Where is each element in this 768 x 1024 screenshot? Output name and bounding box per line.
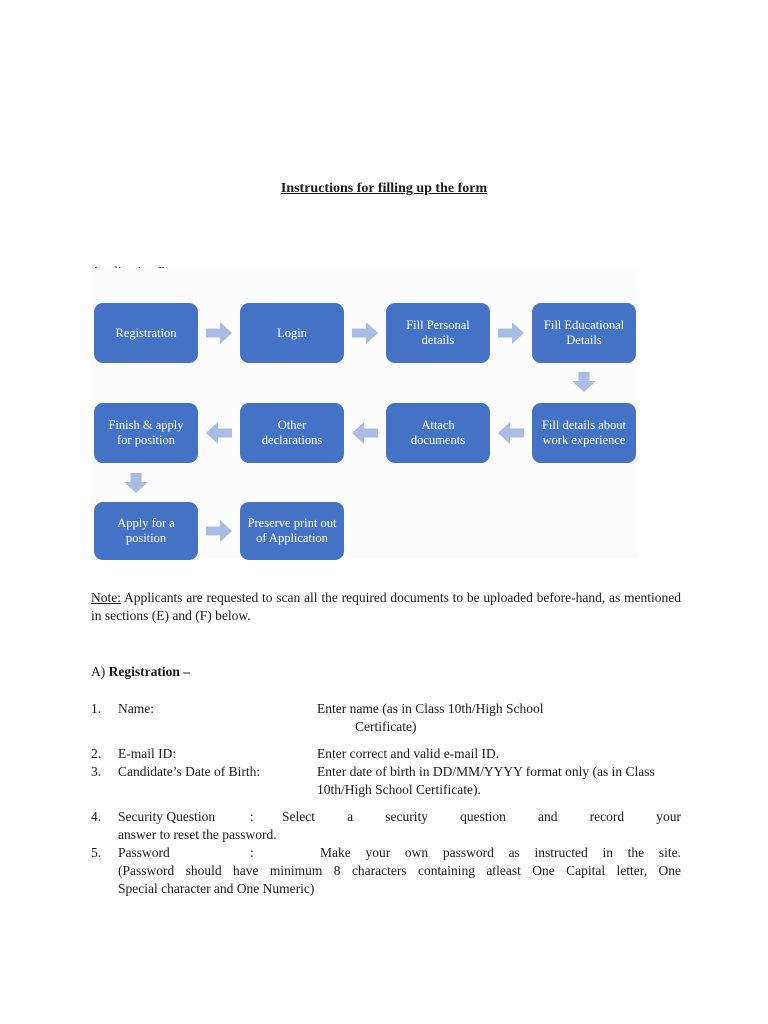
item-label: Password xyxy=(118,845,170,860)
flow-box-finish-apply: Finish & apply for position xyxy=(94,403,198,463)
note-text: Applicants are requested to scan all the… xyxy=(91,590,681,623)
item-description-line: answer to reset the password. xyxy=(118,827,277,842)
flowchart-row-1: Registration Login Fill Personal details… xyxy=(94,303,636,363)
item-description-justified: Make your own password as instructed in … xyxy=(320,845,681,860)
right-arrow-icon xyxy=(198,502,240,560)
application-process-flowchart: Registration Login Fill Personal details… xyxy=(90,268,638,560)
list-item-security-question: 4. Security Question : Select a security… xyxy=(91,808,681,844)
flow-box-other-declarations: Other declarations xyxy=(240,403,344,463)
flow-box-work-experience: Fill details about work experience xyxy=(532,403,636,463)
item-description-line: Certificate) xyxy=(355,719,417,734)
item-content: Password : Make your own password as ins… xyxy=(118,844,681,898)
item-description-line: (Password should have minimum 8 characte… xyxy=(118,863,681,878)
item-number: 1. xyxy=(91,701,102,716)
item-number: 3. xyxy=(91,764,102,779)
item-colon: : xyxy=(250,845,254,860)
right-arrow-icon xyxy=(344,303,386,363)
item-number: 4. xyxy=(91,809,102,824)
note-label: Note: xyxy=(91,590,121,605)
item-label: Candidate’s Date of Birth: xyxy=(118,764,261,779)
list-item-email: 2. E-mail ID: Enter correct and valid e-… xyxy=(91,745,681,763)
item-colon: : xyxy=(250,809,254,824)
left-arrow-icon xyxy=(344,403,386,463)
item-description: Enter date of birth in DD/MM/YYYY format… xyxy=(317,764,655,797)
note-paragraph: Note: Applicants are requested to scan a… xyxy=(91,589,681,625)
item-label: Name: xyxy=(118,701,154,716)
registration-heading-prefix: A) xyxy=(91,664,109,679)
flow-box-preserve-printout: Preserve print out of Application xyxy=(240,502,344,560)
flowchart-row-2: Finish & apply for position Other declar… xyxy=(94,403,636,463)
item-description-line: Special character and One Numeric) xyxy=(118,881,315,896)
left-arrow-icon xyxy=(490,403,532,463)
item-description: Enter name (as in Class 10th/High School… xyxy=(317,700,681,736)
down-arrow-icon xyxy=(124,473,148,493)
flow-box-login: Login xyxy=(240,303,344,363)
item-description-line: Enter name (as in Class 10th/High School xyxy=(317,701,544,716)
flowchart-row-3: Apply for a position Preserve print out … xyxy=(94,502,344,560)
flow-box-fill-educational-details: Fill Educational Details xyxy=(532,303,636,363)
right-arrow-icon xyxy=(198,303,240,363)
item-number: 2. xyxy=(91,746,102,761)
registration-instructions-list: 1. Name: Enter name (as in Class 10th/Hi… xyxy=(91,700,681,898)
down-arrow-icon xyxy=(572,372,596,392)
item-number: 5. xyxy=(91,845,102,860)
flow-box-registration: Registration xyxy=(94,303,198,363)
list-item-dob: 3. Candidate’s Date of Birth: Enter date… xyxy=(91,763,681,799)
right-arrow-icon xyxy=(490,303,532,363)
item-description-justified: Select a security question and record yo… xyxy=(282,809,681,824)
page-title-text: Instructions for filling up the form xyxy=(280,181,488,196)
item-first-line: Password : Make your own password as ins… xyxy=(118,844,681,862)
flow-box-apply-position: Apply for a position xyxy=(94,502,198,560)
item-first-line: Security Question : Select a security qu… xyxy=(118,808,681,826)
left-arrow-icon xyxy=(198,403,240,463)
item-content: Security Question : Select a security qu… xyxy=(118,808,681,844)
flow-box-attach-documents: Attach documents xyxy=(386,403,490,463)
list-item-password: 5. Password : Make your own password as … xyxy=(91,844,681,898)
item-description: Enter correct and valid e-mail ID. xyxy=(317,746,500,761)
item-label: Security Question xyxy=(118,809,216,824)
registration-heading: A) Registration – xyxy=(91,664,190,680)
flow-box-fill-personal-details: Fill Personal details xyxy=(386,303,490,363)
page-title: Instructions for filling up the form xyxy=(0,181,768,197)
registration-heading-text: Registration – xyxy=(108,664,190,679)
list-item-name: 1. Name: Enter name (as in Class 10th/Hi… xyxy=(91,700,681,736)
item-label: E-mail ID: xyxy=(118,746,177,761)
